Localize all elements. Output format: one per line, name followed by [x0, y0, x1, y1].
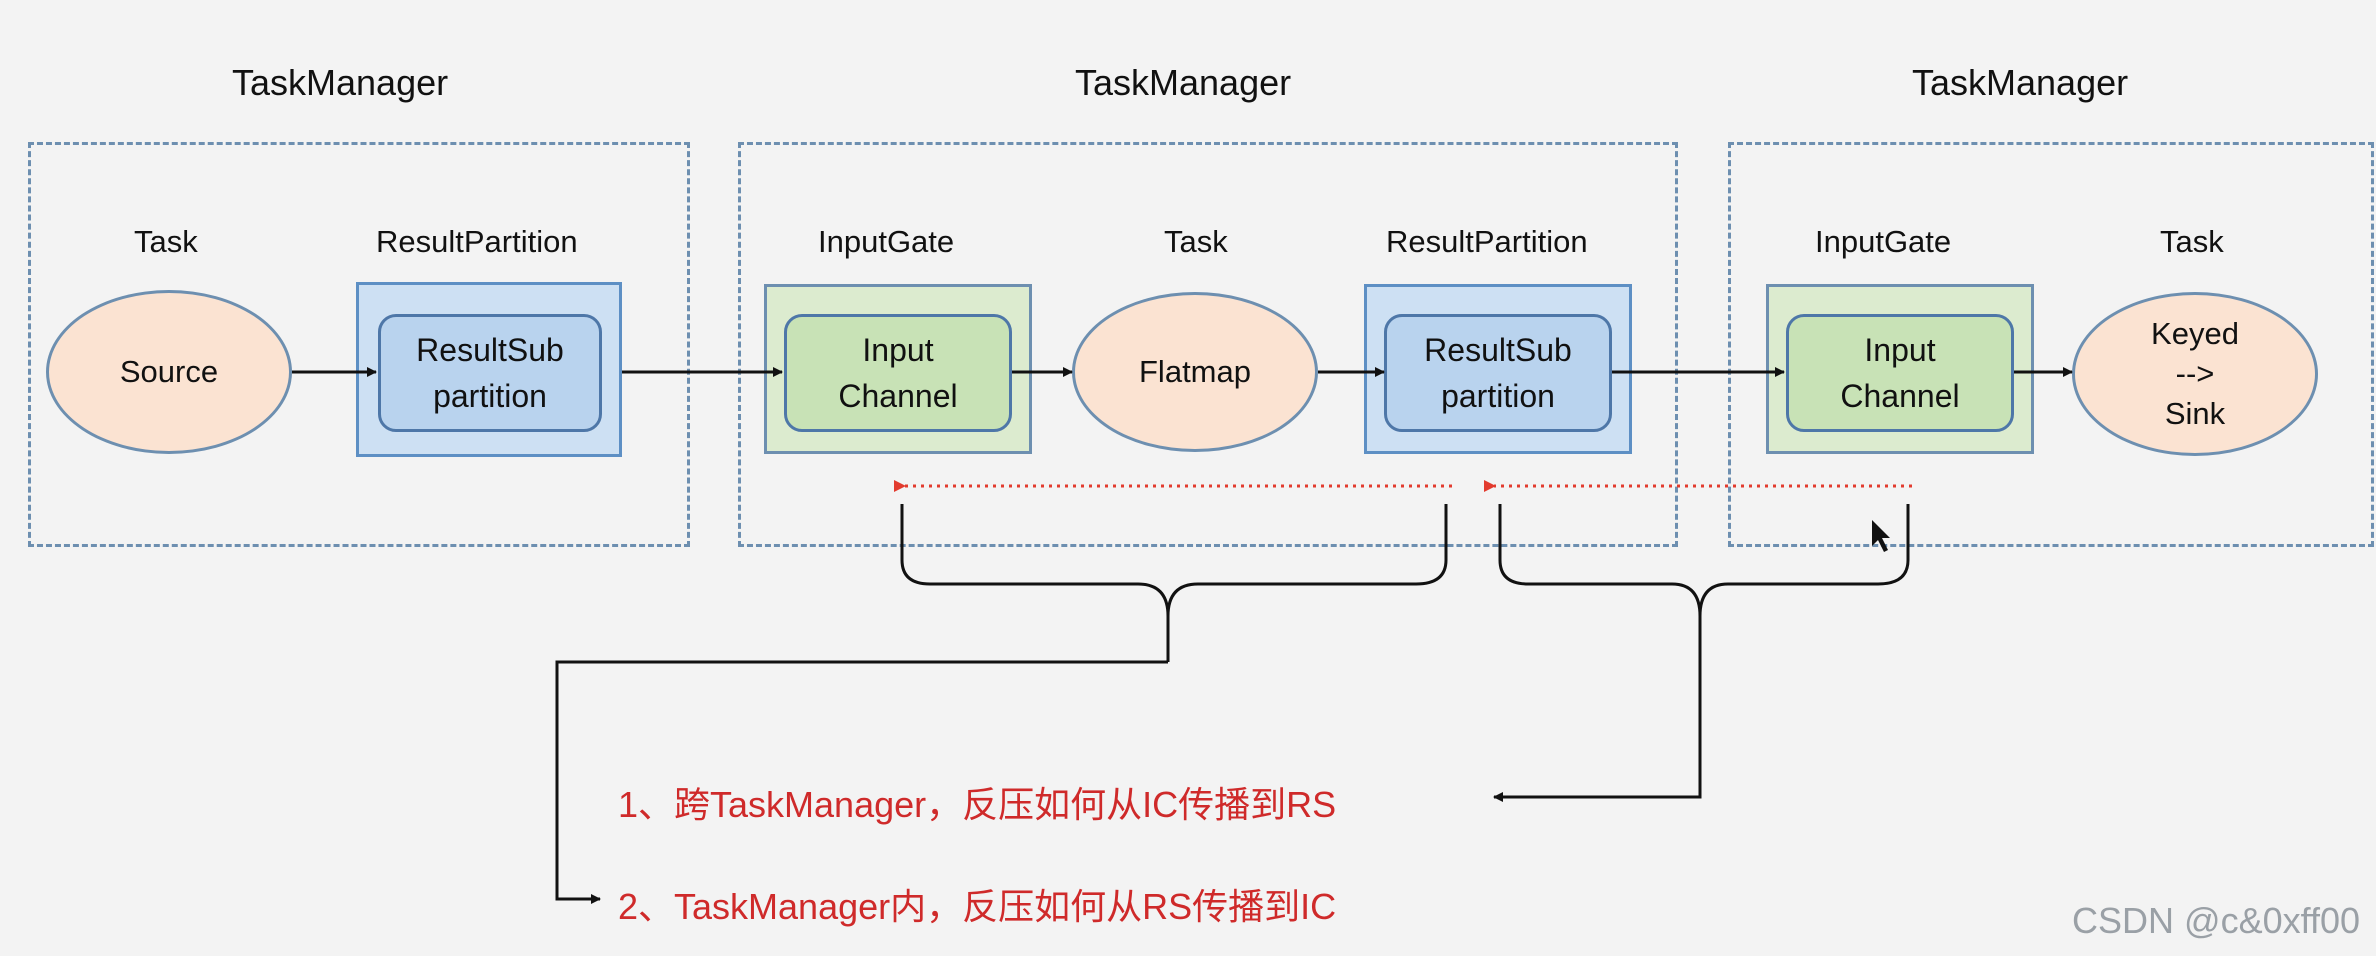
input-channel-1: Input Channel	[784, 314, 1012, 432]
header-input-gate-2: InputGate	[818, 224, 955, 259]
result-subpartition-1-line1: ResultSub	[416, 331, 564, 368]
header-task-2: Task	[1164, 224, 1228, 259]
input-channel-2-line1: Input	[1864, 331, 1936, 368]
flatmap-label: Flatmap	[1139, 353, 1251, 389]
result-subpartition-1-line2: partition	[433, 378, 547, 414]
taskmanager-title-1: TaskManager	[232, 62, 449, 103]
header-result-partition-2: ResultPartition	[1386, 224, 1588, 259]
header-result-partition-1: ResultPartition	[376, 224, 578, 259]
sink-line1: Keyed	[2151, 315, 2239, 351]
header-input-gate-3: InputGate	[1815, 224, 1952, 259]
brace-left	[900, 504, 1448, 662]
flatmap-task-node: Flatmap	[1072, 292, 1318, 452]
input-channel-1-line1: Input	[862, 331, 934, 368]
connector-to-note2	[555, 660, 1168, 904]
taskmanager-box-3	[1728, 142, 2374, 547]
keyed-sink-task-node: Keyed --> Sink	[2072, 292, 2318, 456]
csdn-watermark: CSDN @c&0xff00	[2072, 900, 2360, 941]
source-label: Source	[119, 353, 219, 389]
result-subpartition-2-line2: partition	[1441, 378, 1555, 414]
mouse-cursor-icon	[1872, 520, 1890, 552]
result-subpartition-2: ResultSub partition	[1384, 314, 1612, 432]
result-subpartition-1: ResultSub partition	[378, 314, 602, 432]
input-channel-2: Input Channel	[1786, 314, 2014, 432]
input-channel-2-line2: Channel	[1840, 378, 1960, 414]
taskmanager-title-2: TaskManager	[1075, 62, 1292, 103]
source-task-node: Source	[46, 290, 292, 454]
note-2: 2、TaskManager内，反压如何从RS传播到IC	[618, 886, 1337, 927]
input-channel-1-line2: Channel	[838, 378, 958, 414]
brace-right	[1498, 504, 1910, 662]
sink-line2: -->	[2175, 355, 2215, 391]
note-1: 1、跨TaskManager，反压如何从IC传播到RS	[618, 784, 1337, 825]
result-subpartition-2-line1: ResultSub	[1424, 331, 1572, 368]
taskmanager-box-1	[28, 142, 690, 547]
taskmanager-box-2	[738, 142, 1678, 547]
connector-to-note1	[1493, 662, 1702, 802]
sink-line3: Sink	[2164, 396, 2226, 432]
taskmanager-title-3: TaskManager	[1912, 62, 2129, 103]
header-task-3: Task	[2160, 224, 2224, 259]
header-task-1: Task	[134, 224, 198, 259]
